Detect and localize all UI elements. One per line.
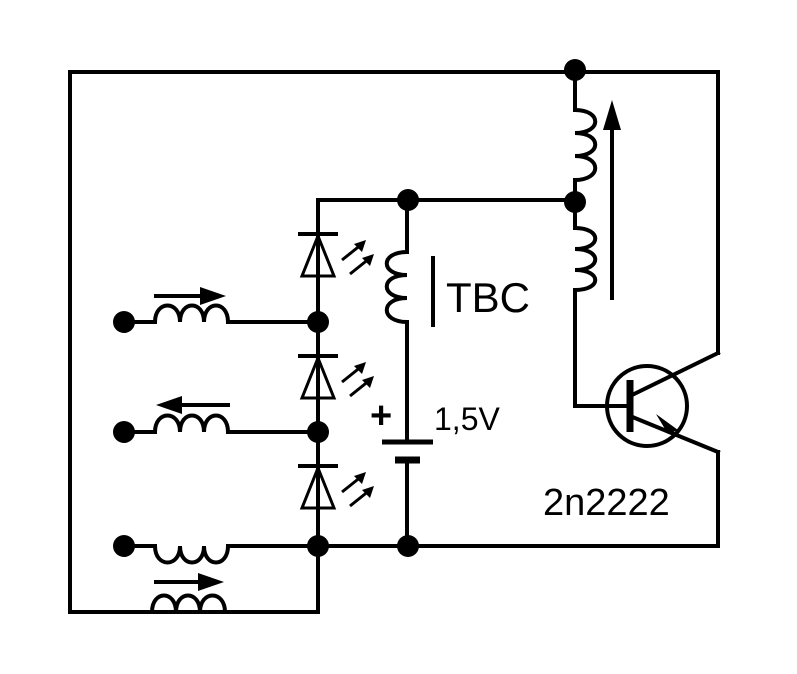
coil-1 bbox=[152, 303, 231, 325]
transistor-label: 2n2222 bbox=[543, 482, 670, 524]
junction-node bbox=[564, 191, 586, 213]
junction-node bbox=[564, 59, 586, 81]
terminal-node bbox=[113, 311, 135, 333]
current-arrow-up bbox=[603, 100, 621, 300]
battery-symbol bbox=[382, 439, 433, 464]
terminal-node bbox=[113, 421, 135, 443]
coil-3 bbox=[152, 543, 231, 565]
junction-node bbox=[307, 311, 329, 333]
terminal-node bbox=[113, 535, 135, 557]
arrow-right-icon bbox=[154, 573, 224, 591]
junction-node bbox=[307, 421, 329, 443]
junction-nodes bbox=[113, 59, 586, 557]
junction-node bbox=[397, 535, 419, 557]
arrow-left-icon bbox=[156, 396, 230, 414]
battery-voltage-label: 1,5V bbox=[434, 401, 500, 437]
junction-node bbox=[397, 189, 419, 211]
tbc-inductor bbox=[384, 249, 435, 327]
tbc-label: TBC bbox=[446, 274, 530, 321]
led-2 bbox=[298, 353, 374, 400]
coil-4 bbox=[149, 593, 228, 615]
battery-plus-label: + bbox=[370, 395, 392, 437]
junction-node bbox=[307, 535, 329, 557]
transistor-symbol bbox=[605, 350, 721, 455]
transformer-winding-lower bbox=[572, 225, 597, 293]
led-3 bbox=[298, 463, 374, 510]
arrow-right-icon bbox=[154, 287, 226, 305]
wiring bbox=[68, 70, 720, 614]
coil-2 bbox=[152, 413, 231, 435]
transformer-winding-upper bbox=[572, 107, 597, 183]
led-1 bbox=[298, 231, 374, 278]
